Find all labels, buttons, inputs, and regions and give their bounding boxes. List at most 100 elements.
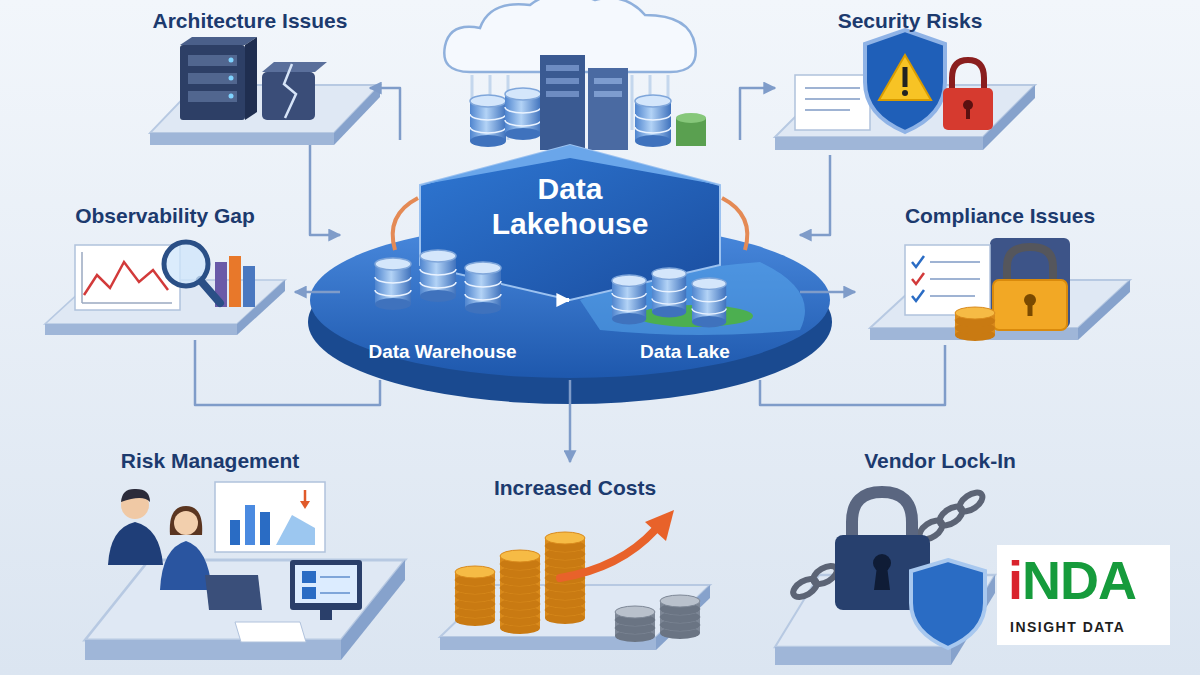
- observability-icon: [75, 242, 255, 310]
- lock-icon: [790, 489, 985, 648]
- team-icon-part: [320, 592, 350, 594]
- compliance-icon-part: [930, 278, 980, 280]
- server-icon-part: [180, 45, 245, 120]
- compliance-icon-part: [912, 256, 924, 267]
- server-icon-part: [188, 73, 237, 84]
- observability-icon-part: [243, 266, 255, 307]
- cloud-part: [676, 113, 706, 123]
- cost-icon-part: [660, 595, 700, 615]
- team-icon-part: [290, 560, 362, 610]
- compliance-icon-part: [905, 245, 990, 315]
- cloud-part: [635, 95, 671, 147]
- connector: [310, 145, 340, 235]
- team-icon-part: [245, 505, 255, 545]
- cloud-part: [594, 91, 622, 97]
- cloud-part: [540, 55, 585, 150]
- cloud-part: [546, 91, 579, 97]
- security-icon-part: [865, 30, 945, 132]
- team-icon-part: [276, 515, 315, 545]
- compliance-icon: [905, 238, 1070, 341]
- connector: [760, 345, 945, 405]
- lakehouse-platform-part: [652, 268, 686, 317]
- cost-icon-part: [500, 550, 540, 570]
- observability-icon-part: [164, 242, 208, 286]
- storage-group: Data Lake: [569, 225, 801, 365]
- lakehouse-platform-part: [393, 198, 418, 250]
- server-icon-part: [229, 76, 234, 81]
- server-icon-part: [188, 55, 237, 66]
- compliance-icon-part: [1028, 303, 1033, 316]
- security-icon-part: [943, 88, 993, 130]
- compliance-icon-part: [912, 290, 924, 301]
- lakehouse-platform-part: [420, 250, 456, 302]
- issue-tile: Observability Gap: [35, 200, 295, 340]
- observability-icon-part: [229, 256, 241, 307]
- tile-heading: Risk Management: [117, 449, 304, 473]
- logo-panel: [997, 545, 1170, 645]
- compliance-icon-part: [930, 295, 975, 297]
- node-label: Data Lake: [575, 341, 795, 365]
- lakehouse-platform-part: [375, 258, 411, 310]
- cloud-part: [470, 95, 506, 147]
- security-icon-part: [879, 55, 931, 100]
- server-icon: [180, 37, 327, 120]
- compliance-icon-part: [912, 273, 924, 284]
- storage-group: Data Warehouse: [327, 225, 559, 365]
- cloud: [444, 0, 706, 150]
- security-icon-part: [903, 67, 908, 87]
- cost-icon-part: [455, 566, 495, 586]
- team-icon-part: [304, 490, 307, 502]
- cloud-part: [631, 75, 634, 130]
- lakehouse-platform-part: [692, 278, 726, 327]
- tiles: [45, 85, 1130, 665]
- cloud-part: [588, 68, 628, 150]
- security-icon-part: [805, 109, 850, 111]
- team-icon-part: [300, 501, 310, 509]
- team-icon-part: [302, 587, 316, 599]
- connector: [800, 291, 855, 294]
- tile-heading: Observability Gap: [71, 204, 259, 228]
- team-icon-part: [205, 575, 262, 610]
- security-icon: [795, 30, 993, 132]
- tile-heading: Security Risks: [834, 9, 987, 33]
- cost-icon-part: [560, 530, 655, 578]
- connector: [740, 88, 775, 140]
- observability-icon-part: [200, 280, 220, 303]
- team-icon-part: [215, 482, 325, 552]
- server-icon-part: [245, 37, 257, 120]
- tile-heading: Increased Costs: [490, 476, 660, 500]
- connector: [370, 88, 400, 140]
- node-label: Data Warehouse: [333, 341, 553, 365]
- cost-icon-part: [645, 510, 674, 541]
- issue-tile: Architecture Issues: [130, 5, 370, 145]
- lock-icon-part: [874, 566, 890, 590]
- issue-tile: Compliance Issues: [855, 200, 1145, 345]
- cost-icon: [455, 510, 700, 642]
- compliance-icon-part: [930, 261, 980, 263]
- connector: [800, 155, 830, 235]
- security-icon-part: [805, 98, 860, 100]
- server-icon-part: [180, 37, 257, 45]
- compliance-icon-part: [955, 307, 995, 327]
- team-icon-part: [260, 512, 270, 545]
- lakehouse-platform-part: [722, 198, 747, 250]
- server-icon-part: [229, 58, 234, 63]
- team-icon: [108, 482, 362, 642]
- cloud-part: [546, 65, 579, 71]
- node-label: Data Lakehouse: [460, 172, 680, 241]
- cloud-part: [594, 78, 622, 84]
- logo-panel-part: [997, 545, 1170, 645]
- team-icon-part: [230, 520, 240, 545]
- cost-icon-part: [545, 532, 585, 552]
- issue-tile: Security Risks: [775, 5, 1045, 155]
- server-icon-part: [284, 64, 296, 118]
- tile-heading: Architecture Issues: [149, 9, 352, 33]
- security-icon-part: [952, 60, 984, 90]
- team-icon-part: [295, 565, 357, 603]
- team-icon-part: [108, 522, 163, 565]
- logo-text: INSIGHT DATA: [1010, 620, 1170, 634]
- cloud-part: [546, 78, 579, 84]
- connector: [559, 298, 570, 302]
- team-icon-part: [302, 571, 316, 583]
